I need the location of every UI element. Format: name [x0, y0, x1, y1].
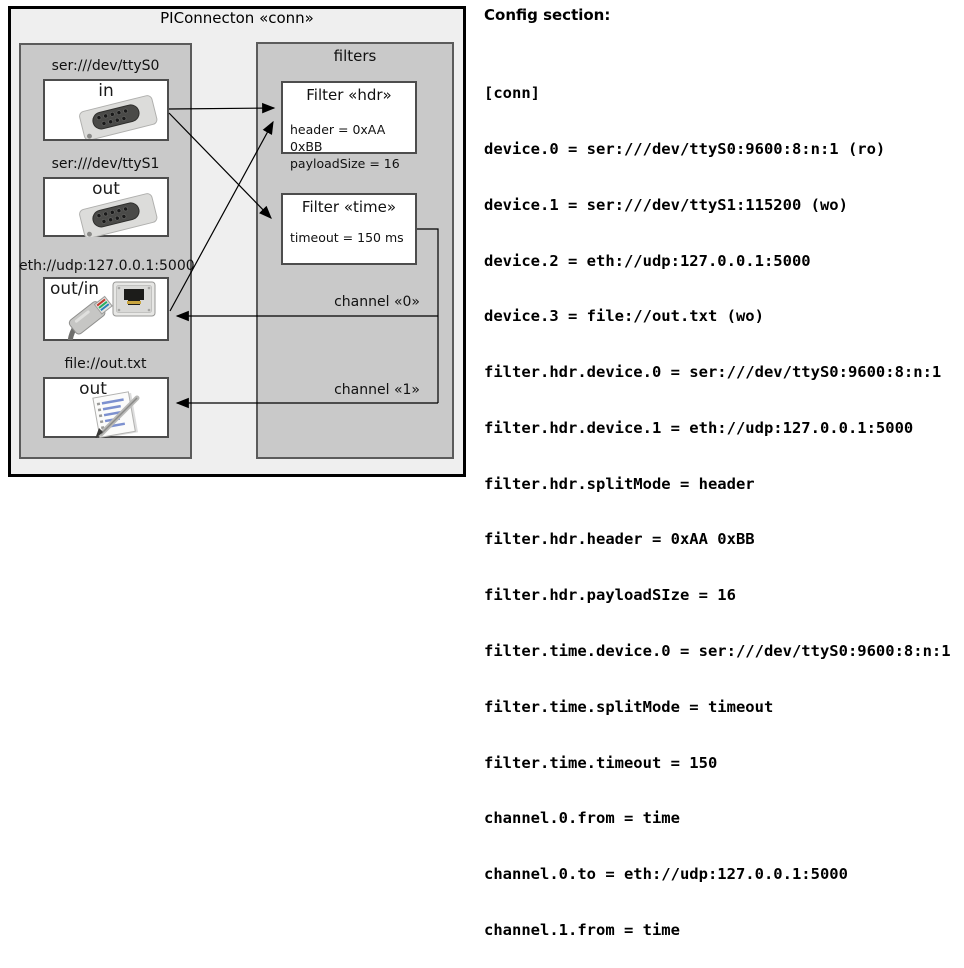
config-line: filter.time.timeout = 150 [484, 753, 718, 772]
page-root: { "diagram": { "title": "PIConnecton «co… [8, 6, 964, 939]
device-mode-label: out/in [50, 279, 100, 299]
filter-box-time: Filter «time» timeout = 150 ms [281, 193, 417, 265]
filter-prop: payloadSize = 16 [290, 156, 400, 171]
serial-connector-icon [79, 95, 158, 139]
config-line: filter.hdr.device.1 = eth://udp:127.0.0.… [484, 418, 914, 437]
serial-connector-icon [79, 193, 158, 237]
filter-props: header = 0xAA 0xBB payloadSize = 16 [290, 121, 413, 172]
device-box-ttys1: out [43, 177, 169, 237]
config-line: device.3 = file://out.txt (wo) [484, 307, 764, 326]
device-mode-label: out [92, 179, 120, 199]
config-heading: Config section: [484, 6, 611, 24]
device-box-ttys0: in [43, 79, 169, 141]
config-line: filter.hdr.device.0 = ser:///dev/ttyS0:9… [484, 363, 942, 382]
filters-label: filters [333, 47, 377, 65]
config-line: device.1 = ser:///dev/ttyS1:115200 (wo) [484, 195, 848, 214]
config-line: filter.time.device.0 = ser:///dev/ttyS0:… [484, 642, 951, 660]
channel-label-1: channel «1» [334, 382, 420, 398]
diagram-title: PIConnecton «conn» [160, 9, 314, 27]
config-line: channel.0.from = time [484, 809, 680, 828]
config-line: [conn] [484, 84, 540, 103]
ethernet-plug-icon [67, 295, 113, 340]
config-lines: [conn] device.0 = ser:///dev/ttyS0:9600:… [484, 47, 964, 968]
ethernet-jack-icon [112, 281, 156, 317]
device-uri-label-eth: eth://udp:127.0.0.1:5000 [19, 258, 195, 274]
device-uri-label-ttys1: ser:///dev/ttyS1 [51, 156, 160, 172]
config-line: device.2 = eth://udp:127.0.0.1:5000 [484, 251, 811, 270]
config-line: channel.1.from = time [484, 920, 680, 939]
filter-box-hdr: Filter «hdr» header = 0xAA 0xBB payloadS… [281, 81, 417, 171]
filter-prop: header = 0xAA 0xBB [290, 122, 386, 154]
channel-label-0: channel «0» [334, 294, 420, 310]
config-line: filter.time.splitMode = timeout [484, 697, 774, 716]
config-line: device.0 = ser:///dev/ttyS0:9600:8:n:1 (… [484, 139, 886, 158]
config-line: filter.hdr.header = 0xAA 0xBB [484, 530, 755, 549]
device-box-eth: out/in [43, 277, 169, 341]
filter-title: Filter «time» [301, 198, 397, 216]
device-mode-label: out [79, 379, 107, 399]
config-line: channel.0.to = eth://udp:127.0.0.1:5000 [484, 865, 848, 884]
device-box-file: out [43, 377, 169, 438]
notepad-pen-icon [92, 391, 140, 438]
filter-props: timeout = 150 ms [290, 229, 413, 246]
config-section: Config section: [conn] device.0 = ser://… [484, 6, 964, 939]
config-line: filter.hdr.payloadSIze = 16 [484, 586, 736, 605]
filter-title: Filter «hdr» [306, 86, 392, 104]
device-uri-label-ttys0: ser:///dev/ttyS0 [51, 58, 160, 74]
device-uri-label-file: file://out.txt [64, 356, 147, 372]
filter-prop: timeout = 150 ms [290, 230, 404, 245]
device-mode-label: in [98, 81, 114, 101]
